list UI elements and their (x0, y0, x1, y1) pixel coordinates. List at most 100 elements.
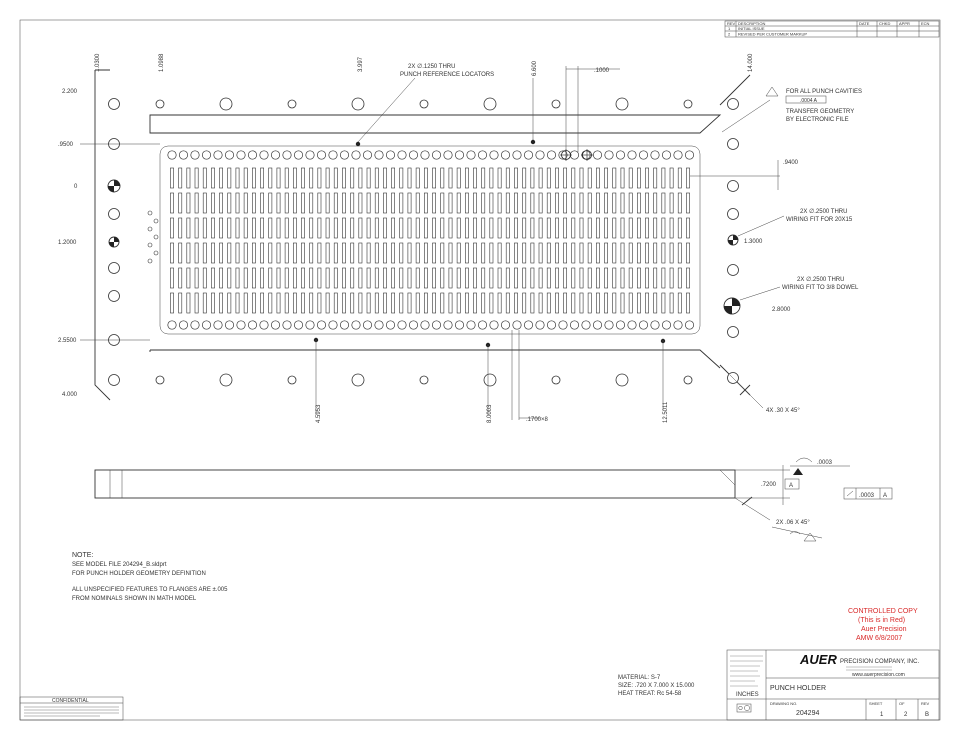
punch-cavity (464, 217, 469, 239)
punch-cavity (489, 167, 494, 189)
edge-hole-top (443, 150, 453, 160)
punch-cavity (661, 292, 666, 314)
edge-hole-bottom (420, 320, 430, 330)
punch-cavity (423, 192, 428, 214)
punch-cavity (530, 267, 535, 289)
punch-cavity (448, 192, 453, 214)
punch-cavity (219, 167, 224, 189)
punch-cavity (571, 217, 576, 239)
punch-cavity (522, 217, 527, 239)
material-heat-treat: HEAT TREAT: Rc 54-58 (618, 691, 682, 697)
punch-cavity (538, 192, 543, 214)
svg-text:Auer Precision: Auer Precision (861, 626, 907, 633)
punch-cavity (268, 267, 273, 289)
punch-cavity (194, 267, 199, 289)
side-hole-right (727, 98, 739, 110)
punch-cavity (227, 167, 232, 189)
side-hole-right (727, 138, 739, 150)
edge-hole-bottom (201, 320, 212, 330)
title-block: INCHES AUER PRECISION COMPANY, INC. www.… (726, 649, 940, 721)
rev-header-chkd: CHKD (879, 21, 890, 26)
punch-cavity (178, 292, 183, 314)
punch-cavity (333, 167, 338, 189)
punch-cavity (252, 242, 256, 264)
punch-cavity (407, 292, 412, 314)
punch-cavity (538, 292, 543, 314)
edge-hole-top (523, 150, 534, 160)
punch-reference-locator (355, 141, 361, 147)
punch-cavity (546, 167, 551, 189)
flatness-frame-top: .0003 A (784, 457, 850, 490)
sheet-total: 2 (904, 712, 908, 718)
punch-cavity (686, 292, 690, 314)
punch-cavity (538, 217, 543, 239)
edge-hole-bottom (466, 320, 476, 330)
bottom-flange (149, 349, 721, 369)
punch-cavity (440, 292, 445, 314)
locator-hole (147, 210, 153, 216)
note-line-1: SEE MODEL FILE 204294_B.sldprt (72, 562, 167, 568)
punch-cavity (317, 292, 322, 314)
punch-cavity (276, 292, 281, 314)
punch-cavity (317, 167, 322, 189)
top-flange (149, 114, 722, 134)
punch-cavity (432, 267, 437, 289)
note-line-2: FOR PUNCH HOLDER GEOMETRY DEFINITION (72, 571, 206, 577)
punch-cavity (432, 192, 437, 214)
punch-cavity (391, 242, 396, 264)
edge-hole-bottom (477, 320, 488, 330)
punch-cavity (555, 267, 559, 289)
punch-cavity (677, 192, 682, 214)
edge-hole-top (477, 150, 488, 160)
edge-hole-top (247, 150, 258, 160)
punch-cavity (211, 242, 215, 264)
punch-cavity (661, 242, 666, 264)
flange-hole-top (219, 97, 233, 111)
punch-cavity (252, 167, 256, 189)
punch-cavity (301, 242, 305, 264)
flange-hole-bottom (483, 373, 497, 387)
company-logo: AUER (799, 652, 837, 667)
drawing-no-label: DRAWING NO. (770, 701, 797, 706)
punch-cavity (505, 292, 510, 314)
punch-cavity (211, 292, 215, 314)
punch-cavity (415, 292, 420, 314)
edge-hole-top (615, 150, 626, 160)
punch-cavity (571, 292, 576, 314)
material-spec: MATERIAL: S-7 (618, 675, 661, 681)
punch-cavity (186, 242, 191, 264)
svg-text:WIRING FIT TO 3/8 DOWEL: WIRING FIT TO 3/8 DOWEL (782, 285, 859, 291)
flange-hole-top (351, 97, 365, 111)
punch-cavity (555, 217, 559, 239)
punch-cavity (260, 292, 265, 314)
flange-hole-bottom (219, 373, 233, 387)
punch-cavity (260, 192, 265, 214)
punch-cavity (464, 267, 469, 289)
punch-cavity (530, 242, 535, 264)
rev-row-1-rev: 1 (728, 26, 731, 31)
punch-cavity (350, 167, 355, 189)
punch-cavity (170, 192, 174, 214)
edge-hole-top (224, 150, 235, 160)
svg-text:FOR ALL PUNCH CAVITIES: FOR ALL PUNCH CAVITIES (786, 89, 862, 95)
punch-cavity (636, 242, 641, 264)
punch-cavity (604, 267, 609, 289)
dim-bottom-1700: .1700×8 (526, 417, 549, 423)
punch-cavity (333, 267, 338, 289)
punch-cavity (595, 217, 600, 239)
punch-cavity (686, 217, 690, 239)
flange-hole-top (683, 99, 693, 109)
punch-cavity (464, 192, 469, 214)
edge-hole-top (500, 150, 511, 160)
locator-hole (153, 218, 159, 224)
edge-hole-top (259, 150, 269, 160)
edge-hole-top (397, 150, 407, 160)
punch-cavity (292, 192, 297, 214)
punch-cavity (374, 167, 379, 189)
edge-hole-top (305, 150, 315, 160)
edge-hole-bottom (224, 320, 235, 330)
edge-hole-top (385, 150, 396, 160)
punch-cavity (473, 167, 477, 189)
callout-chamfer-2x: 2X .06 X 45° (734, 496, 823, 542)
